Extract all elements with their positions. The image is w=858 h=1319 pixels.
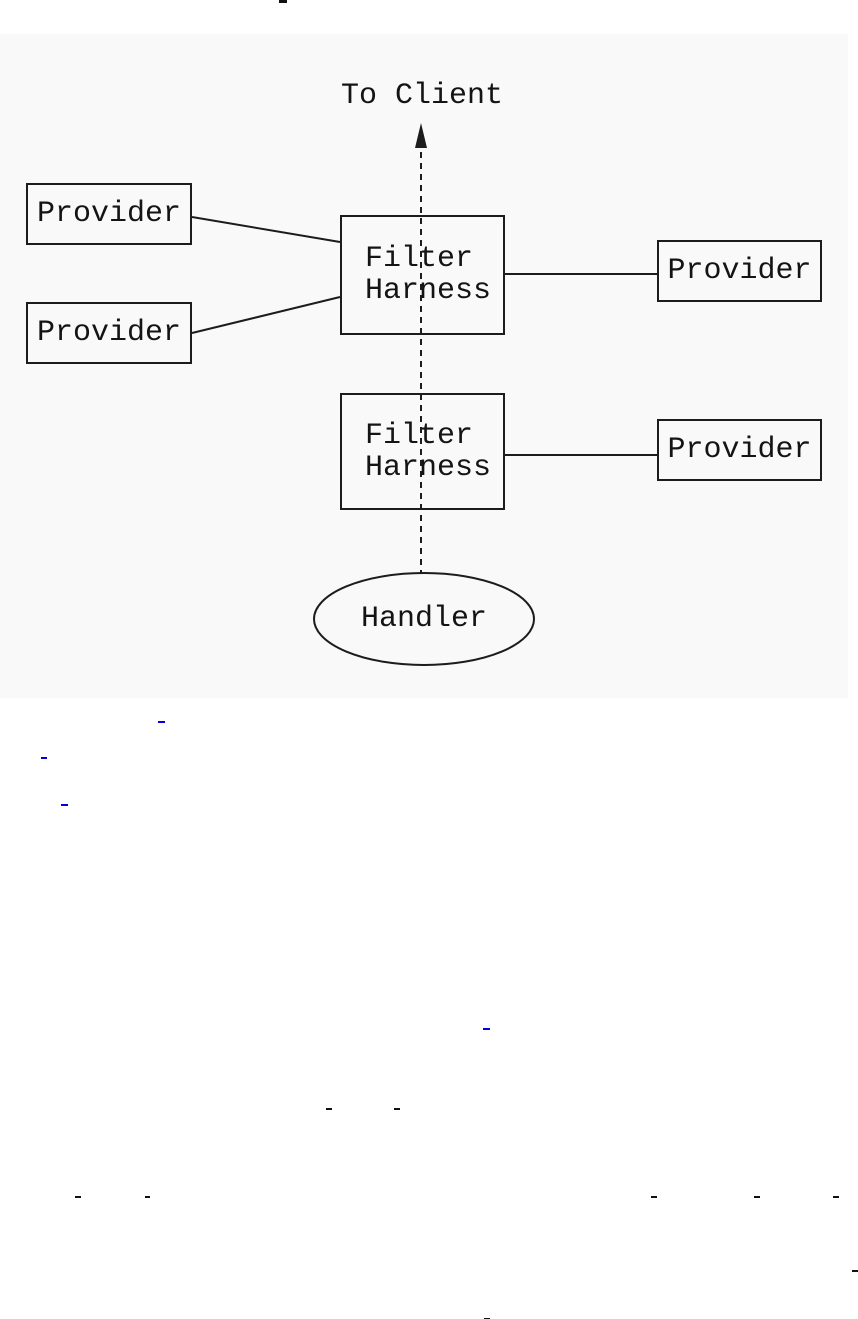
- text-fragment: [145, 1196, 150, 1198]
- to-client-label: To Client: [340, 79, 504, 113]
- text-fragment: [852, 1270, 858, 1272]
- node-label: Provider: [36, 196, 182, 231]
- connector-provider-left-top: [191, 216, 341, 243]
- node-label: Provider: [667, 432, 812, 467]
- link-underline-fragment[interactable]: [61, 804, 68, 806]
- text-fragment: [279, 0, 287, 3]
- node-provider-left-top: Provider: [26, 183, 192, 245]
- node-label: Provider: [36, 315, 182, 350]
- connector-provider-left-bottom: [191, 296, 341, 334]
- node-label-line1: Filter: [365, 242, 474, 276]
- node-provider-right-bottom: Provider: [657, 419, 822, 481]
- text-fragment: [651, 1196, 657, 1198]
- node-label-line2: Harness: [365, 274, 492, 308]
- node-filter-harness-bottom: Filter Harness: [340, 393, 505, 510]
- node-provider-right-top: Provider: [657, 240, 822, 302]
- handler-ellipse-outline: [313, 572, 535, 666]
- text-fragment: [326, 1108, 332, 1110]
- figure-panel: To Client Provider Provider Filter Harne…: [0, 34, 848, 698]
- text-fragment: [394, 1108, 400, 1110]
- handler-label: Handler: [360, 602, 488, 636]
- up-arrowhead-icon: [415, 123, 427, 148]
- node-label: Provider: [667, 253, 812, 288]
- text-fragment: [754, 1196, 760, 1198]
- node-label-line1: Filter: [365, 418, 474, 453]
- diagram-graphics: [191, 123, 657, 666]
- node-filter-harness-top: Filter Harness: [340, 215, 505, 335]
- text-fragment: [75, 1196, 81, 1198]
- node-provider-left-bottom: Provider: [26, 302, 192, 364]
- node-label-line2: Harness: [365, 450, 492, 485]
- link-underline-fragment[interactable]: [158, 721, 165, 723]
- link-underline-fragment[interactable]: [41, 757, 47, 759]
- text-fragment: [833, 1196, 839, 1198]
- link-underline-fragment[interactable]: [483, 1028, 490, 1030]
